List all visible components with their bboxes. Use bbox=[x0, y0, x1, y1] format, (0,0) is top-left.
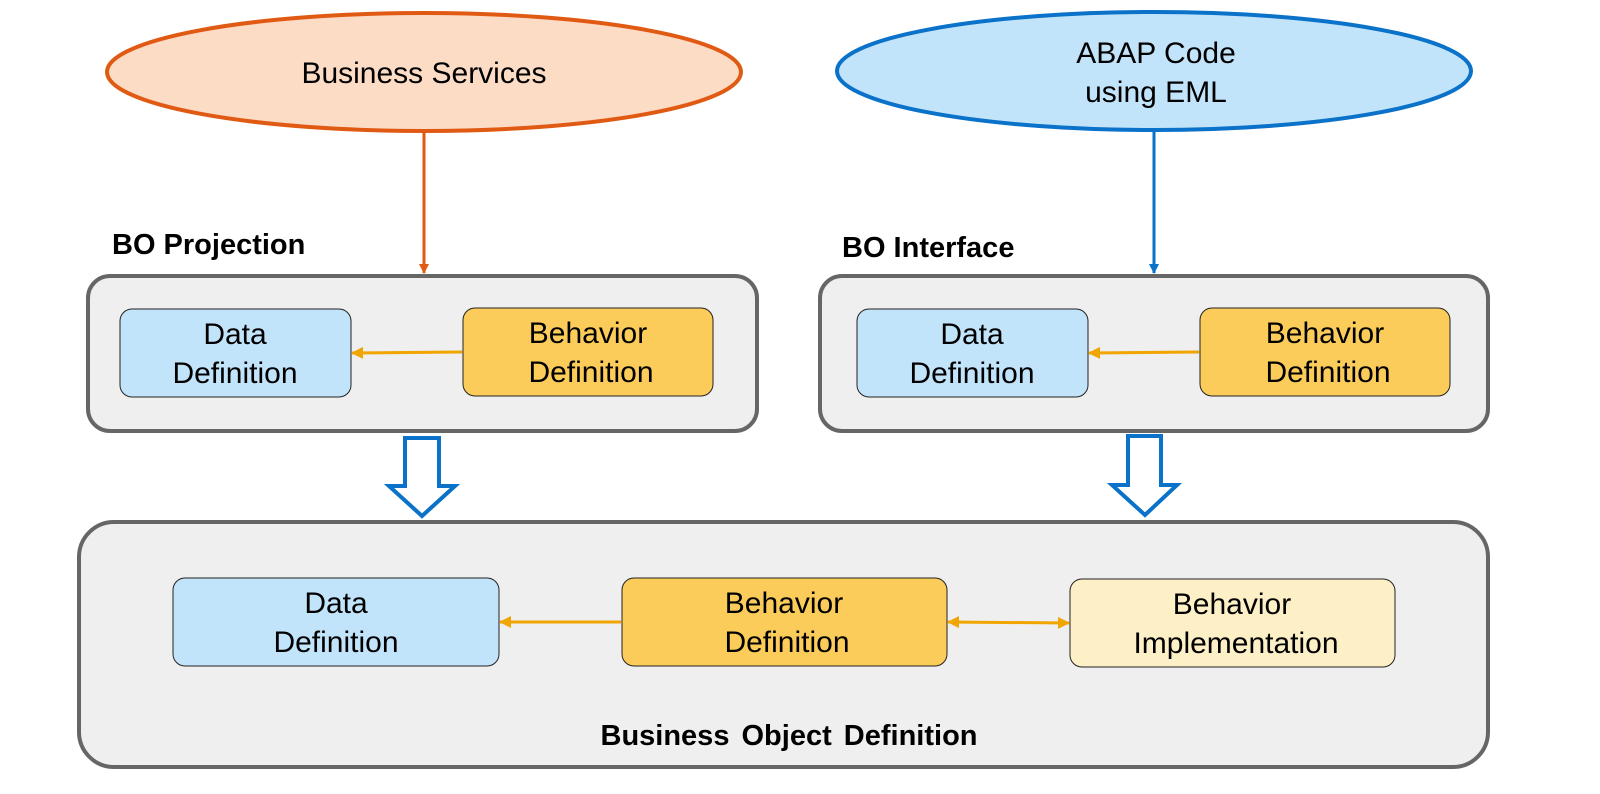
business-services-label: Business Services bbox=[301, 57, 546, 90]
bo-behavior-impl-bidirectional-arrow bbox=[947, 616, 1070, 629]
interface-to-bo-block-arrow bbox=[1106, 434, 1183, 518]
bo-impl-label-line1: Behavior bbox=[1173, 588, 1291, 621]
projection-behavior-to-data-arrow bbox=[351, 346, 463, 359]
bo-impl-label-line2: Implementation bbox=[1133, 627, 1338, 660]
projection-behavior-label-line1: Behavior bbox=[529, 317, 647, 350]
bo-projection-title: BO Projection bbox=[112, 229, 305, 261]
bo-data-definition: Data Definition bbox=[172, 577, 500, 667]
bo-projection-container: Data Definition Behavior Definition bbox=[86, 274, 759, 433]
business-services-node: Business Services bbox=[105, 11, 743, 133]
projection-to-bo-block-arrow bbox=[383, 436, 461, 519]
bo-interface-title: BO Interface bbox=[842, 232, 1014, 264]
projection-data-label-line1: Data bbox=[203, 318, 267, 351]
abap-code-label-line1: ABAP Code bbox=[1076, 37, 1236, 70]
interface-data-label-line2: Definition bbox=[909, 357, 1034, 390]
interface-behavior-definition: Behavior Definition bbox=[1199, 307, 1451, 397]
bo-interface-container: Data Definition Behavior Definition bbox=[818, 274, 1490, 433]
bo-behavior-implementation: Behavior Implementation bbox=[1069, 578, 1396, 668]
interface-data-label-line1: Data bbox=[940, 318, 1004, 351]
projection-data-definition: Data Definition bbox=[119, 308, 352, 398]
bo-definition-container: Data Definition Behavior Definition Beha… bbox=[77, 520, 1490, 769]
projection-behavior-label-line2: Definition bbox=[528, 356, 653, 389]
bo-data-label-line2: Definition bbox=[273, 626, 398, 659]
bo-data-label-line1: Data bbox=[304, 587, 368, 620]
projection-behavior-definition: Behavior Definition bbox=[462, 307, 714, 397]
interface-behavior-label-line1: Behavior bbox=[1266, 317, 1384, 350]
bo-behavior-label-line2: Definition bbox=[724, 626, 849, 659]
abap-code-label-line2: using EML bbox=[1085, 76, 1227, 109]
abap-code-node: ABAP Code using EML bbox=[835, 10, 1473, 132]
projection-data-label-line2: Definition bbox=[172, 357, 297, 390]
interface-data-definition: Data Definition bbox=[856, 308, 1089, 398]
bo-behavior-definition: Behavior Definition bbox=[621, 577, 948, 667]
interface-behavior-label-line2: Definition bbox=[1265, 356, 1390, 389]
bo-definition-title: Business Object Definition bbox=[601, 720, 978, 752]
interface-behavior-to-data-arrow bbox=[1088, 346, 1200, 359]
bo-behavior-label-line1: Behavior bbox=[725, 587, 843, 620]
